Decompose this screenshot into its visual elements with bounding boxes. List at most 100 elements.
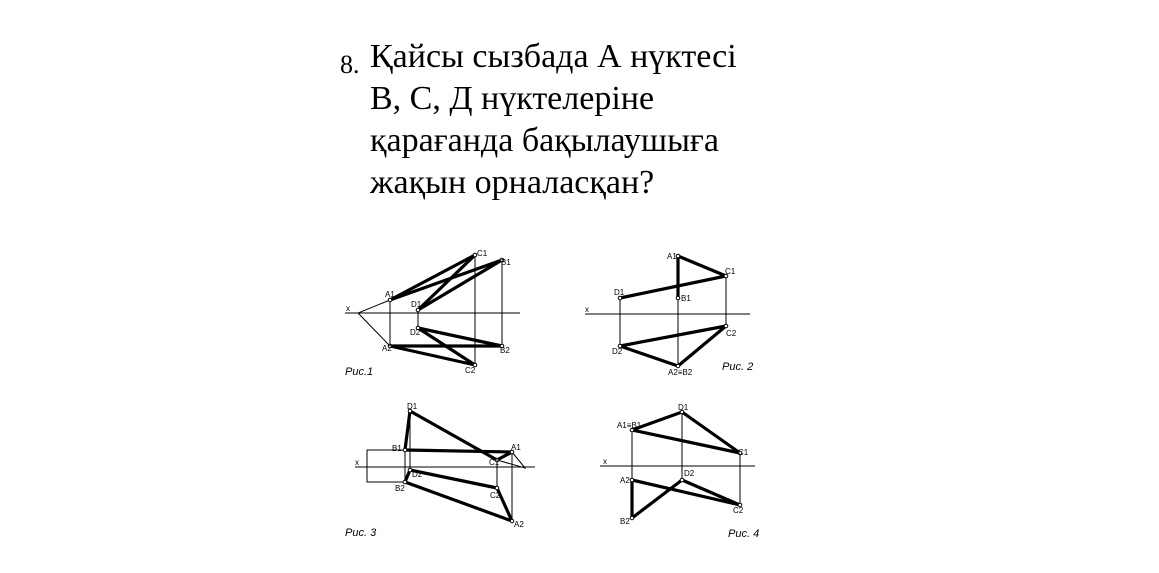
segment-line <box>416 253 477 312</box>
point-label: A2≡B2 <box>668 368 693 377</box>
segment-line <box>416 326 477 367</box>
point-label: C2 <box>465 366 476 375</box>
question-line-2: В, С, Д нүктелеріне <box>370 80 655 117</box>
figure-1: x C1 B1 A1 D1 D2 A2 B2 C2 Рис.1 <box>345 249 520 378</box>
axis-label: x <box>585 305 589 314</box>
point-marker <box>402 447 408 453</box>
segment-line <box>403 480 514 523</box>
point-marker <box>723 323 729 329</box>
figure-3: x D1 B1 A1 C1 D2 B2 C2 A2 Рис. 3 <box>345 402 535 539</box>
point-marker <box>472 252 478 258</box>
point-label: B1 <box>681 294 691 303</box>
segment-line <box>630 428 742 455</box>
point-marker <box>494 457 500 463</box>
point-label: D2 <box>612 347 623 356</box>
point-marker <box>723 273 729 279</box>
segment-line <box>403 409 412 452</box>
point-label: A1 <box>511 443 521 452</box>
question-number: 8. <box>340 50 360 79</box>
question-text: Қайсы сызбада А нүктесі В, С, Д нүктелер… <box>370 36 737 204</box>
point-label: B2 <box>395 484 405 493</box>
point-marker <box>675 363 681 369</box>
construction-line <box>496 451 527 469</box>
figure-4: x D1 A1≡B1 C1 D2 A2 B2 C2 Рис. 4 <box>600 403 759 540</box>
segment-line <box>676 254 728 278</box>
point-label: B2 <box>500 346 510 355</box>
point-label: C2 <box>490 491 501 500</box>
point-label: A1 <box>667 252 677 261</box>
point-label: C1 <box>725 267 736 276</box>
point-marker <box>737 502 743 508</box>
point-marker <box>407 408 413 414</box>
segment-line <box>680 410 742 455</box>
segment-line <box>495 450 514 462</box>
point-marker <box>675 253 681 259</box>
figure-caption: Рис. 4 <box>728 528 759 540</box>
point-label: D1 <box>614 288 625 297</box>
point-marker <box>629 477 635 483</box>
point-label: A2 <box>382 344 392 353</box>
point-label: B2 <box>620 517 630 526</box>
point-marker <box>629 427 635 433</box>
point-marker <box>407 467 413 473</box>
point-marker <box>617 343 623 349</box>
construction-line <box>366 449 405 483</box>
point-label: C2 <box>733 506 744 515</box>
segment-line <box>676 324 728 368</box>
point-marker <box>387 343 393 349</box>
figure-caption: Рис. 3 <box>345 527 377 539</box>
point-label: D2 <box>684 469 695 478</box>
question-line-4: жақын орналасқан? <box>370 164 655 201</box>
point-label: D1 <box>407 402 418 411</box>
point-marker <box>494 485 500 491</box>
point-marker <box>675 295 681 301</box>
point-marker <box>679 477 685 483</box>
point-label: B1 <box>501 258 511 267</box>
point-label: D2 <box>410 328 421 337</box>
point-marker <box>402 479 408 485</box>
segment-line <box>388 253 477 302</box>
segment-line <box>388 344 477 367</box>
point-label: C1 <box>738 448 749 457</box>
segment-line <box>408 468 499 490</box>
point-marker <box>415 325 421 331</box>
figure-caption: Рис. 2 <box>722 361 753 373</box>
segment-line <box>388 258 504 302</box>
point-marker <box>629 515 635 521</box>
point-marker <box>617 295 623 301</box>
segment-line <box>618 324 728 348</box>
axis-label: x <box>603 457 607 466</box>
figure-2: x A1 C1 D1 B1 C2 D2 A2≡B2 Рис. 2 <box>585 252 753 377</box>
segment-line <box>416 326 504 348</box>
axis-label: x <box>355 458 359 467</box>
point-marker <box>387 297 393 303</box>
point-marker <box>737 450 743 456</box>
figure-caption: Рис.1 <box>345 366 373 378</box>
point-marker <box>499 257 505 263</box>
construction-line <box>357 299 391 347</box>
question-line-3: қарағанда бақылаушыға <box>370 122 719 159</box>
point-label: A1≡B1 <box>617 421 642 430</box>
point-label: D2 <box>412 470 423 479</box>
point-marker <box>472 362 478 368</box>
segment-line <box>403 448 514 454</box>
axis-label: x <box>346 304 350 313</box>
point-marker <box>679 409 685 415</box>
point-label: C1 <box>477 249 488 258</box>
point-label: A2 <box>514 520 524 529</box>
point-label: B1 <box>392 444 402 453</box>
segment-line <box>630 410 684 432</box>
point-label: D1 <box>678 403 689 412</box>
point-label: C2 <box>726 329 737 338</box>
point-marker <box>499 343 505 349</box>
segment-line <box>630 478 684 520</box>
question-line-1: Қайсы сызбада А нүктесі <box>370 38 737 75</box>
segment-line <box>680 478 742 507</box>
segment-line <box>416 258 504 312</box>
point-marker <box>509 518 515 524</box>
segment-line <box>618 344 680 368</box>
point-label: C1 <box>489 458 500 467</box>
point-marker <box>509 449 515 455</box>
point-label: D1 <box>411 300 422 309</box>
segment-line <box>495 486 514 523</box>
